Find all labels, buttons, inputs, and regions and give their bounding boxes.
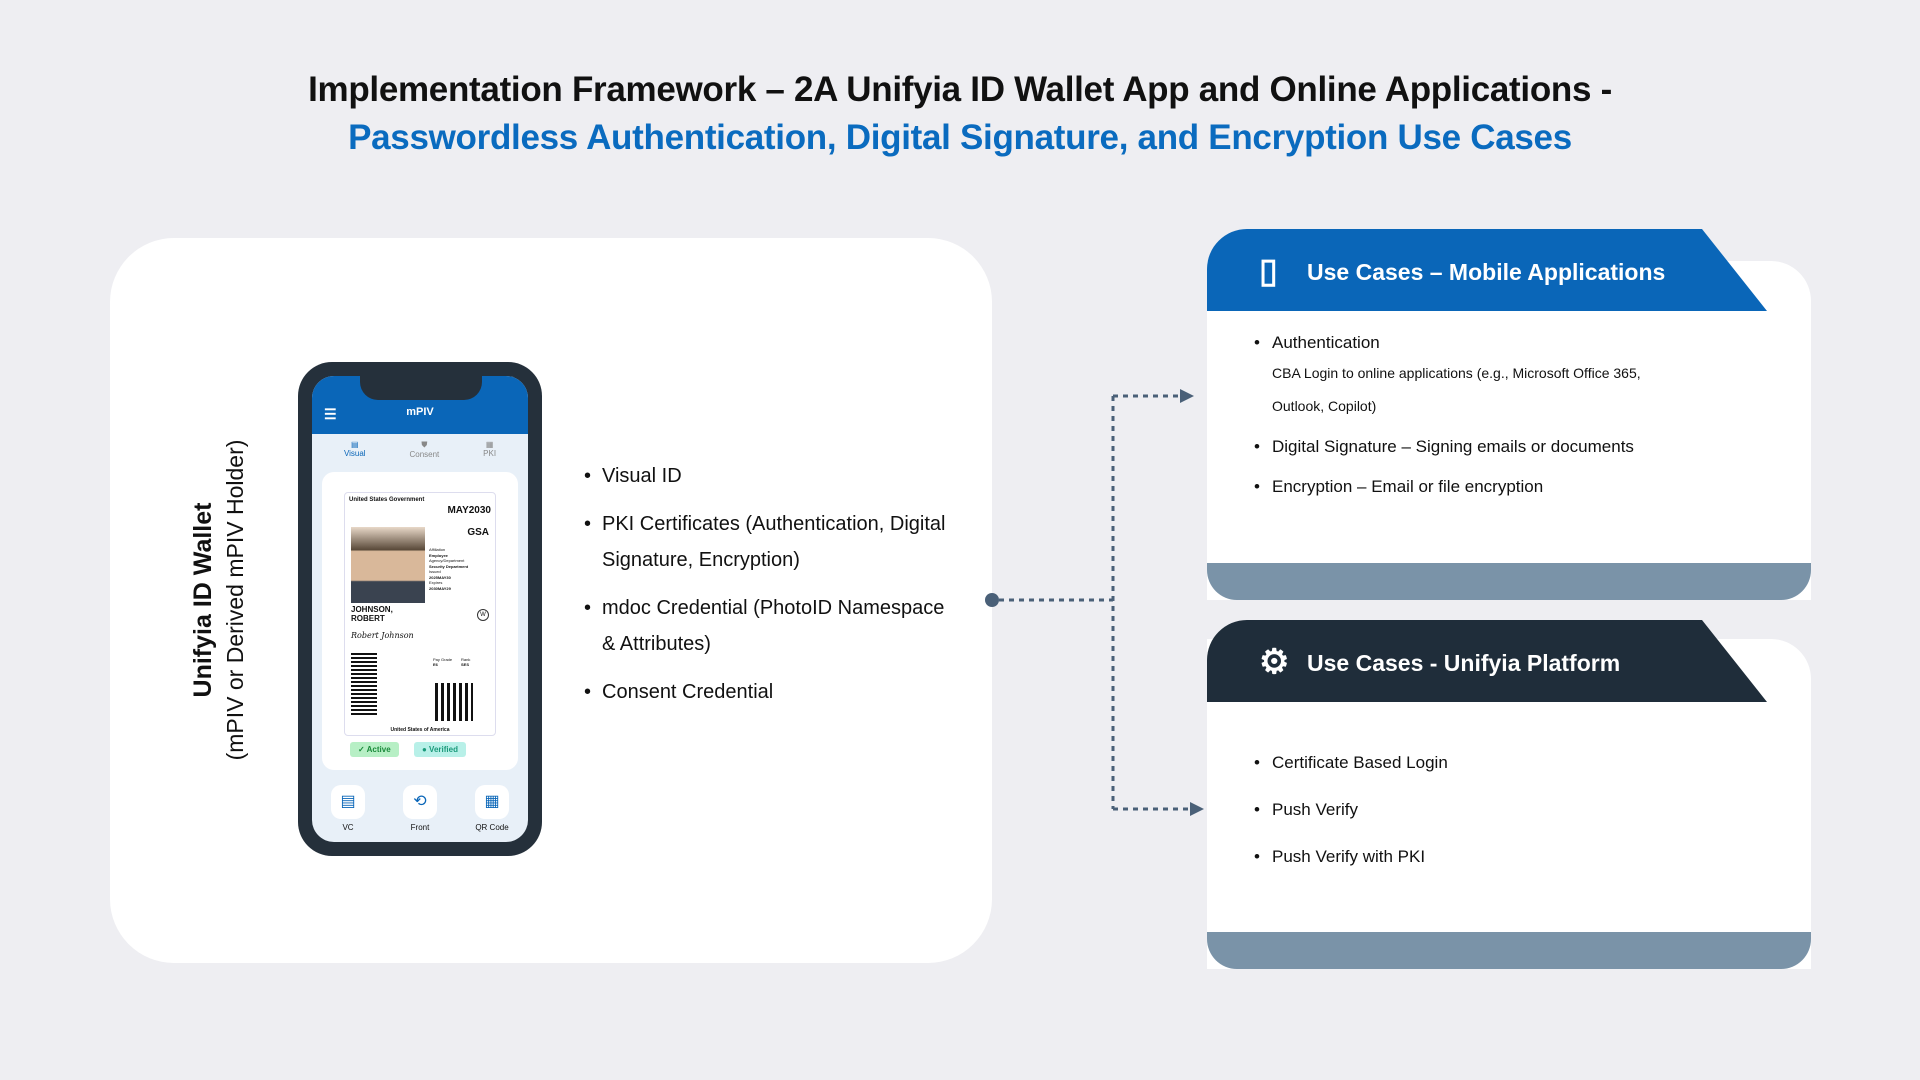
vc-button[interactable]: ▤VC — [331, 785, 365, 832]
auth-detail: CBA Login to online applications (e.g., … — [1272, 365, 1641, 414]
feature-item: mdoc Credential (PhotoID Namespace & Att… — [584, 590, 954, 662]
id-card-icon: ▤ — [350, 440, 359, 449]
smartphone-icon: ▯ — [1259, 252, 1278, 290]
certificate-icon: ▦ — [485, 440, 494, 449]
use-case-item: Push Verify with PKI — [1254, 845, 1448, 868]
phone-mockup: ☰ mPIV ▤Visual ⛊Consent ▦PKI United State… — [298, 362, 542, 856]
feature-list: Visual ID PKI Certificates (Authenticati… — [584, 458, 954, 722]
document-check-icon: ▤ — [331, 785, 365, 819]
mobile-header: ▯ Use Cases – Mobile Applications — [1207, 229, 1767, 311]
platform-header: ⚙ Use Cases - Unifyia Platform — [1207, 620, 1767, 702]
use-case-item: Authentication — [1254, 333, 1754, 353]
monitor-gear-icon: ⚙ — [1259, 643, 1290, 681]
mobile-use-cases-card — [1207, 261, 1811, 600]
qr-code-button[interactable]: ▦QR Code — [475, 785, 509, 832]
feature-item: PKI Certificates (Authentication, Digita… — [584, 506, 954, 578]
feature-item: Consent Credential — [584, 674, 954, 710]
rotate-id-icon: ⟲ — [403, 785, 437, 819]
tab-visual[interactable]: ▤Visual — [343, 440, 366, 458]
id-photo — [351, 527, 425, 603]
card-footer-band — [1207, 932, 1811, 969]
feature-item: Visual ID — [584, 458, 954, 494]
qr-icon: ▦ — [475, 785, 509, 819]
card-footer-band — [1207, 563, 1811, 600]
app-title: mPIV — [406, 406, 434, 418]
front-button[interactable]: ⟲Front — [403, 785, 437, 832]
tab-consent[interactable]: ⛊Consent — [409, 440, 440, 459]
page-subtitle: Passwordless Authentication, Digital Sig… — [348, 118, 1572, 157]
shield-icon: ⛊ — [421, 440, 428, 449]
menu-icon[interactable]: ☰ — [324, 406, 337, 422]
page-title: Implementation Framework – 2A Unifyia ID… — [308, 70, 1612, 109]
barcode — [351, 653, 377, 715]
use-case-item: Digital Signature – Signing emails or do… — [1254, 437, 1754, 457]
qr-code — [435, 683, 473, 721]
use-case-item: Encryption – Email or file encryption — [1254, 477, 1754, 497]
active-badge: ✓ Active — [350, 742, 399, 757]
id-card: United States Government MAY2030 GSA Aff… — [322, 472, 518, 770]
use-case-item: Certificate Based Login — [1254, 751, 1448, 774]
use-case-item: Push Verify — [1254, 798, 1448, 821]
verified-badge: ● Verified — [414, 742, 466, 757]
tab-pki[interactable]: ▦PKI — [483, 440, 497, 458]
